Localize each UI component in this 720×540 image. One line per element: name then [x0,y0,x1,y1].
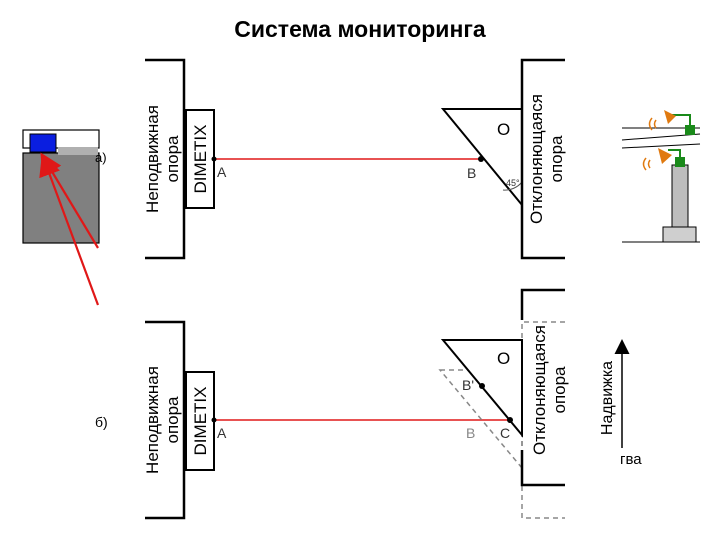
green-sensor-2 [675,157,685,167]
point-c-dot [507,417,513,423]
angle-label: 45° [506,178,520,188]
deflecting-support-label-b2: опора [550,366,569,414]
point-a-dot [211,156,217,162]
dimetix-label: DIMETIX [191,125,210,194]
point-b-label: B [467,165,476,181]
page-title: Система мониторинга [234,16,486,42]
gray-step [58,147,98,155]
fixed-support-bracket [145,58,186,260]
fixed-support-label-1: Неподвижная [143,105,162,213]
fixed-support-label-2: опора [163,135,182,183]
orange-emitter-2-icon [658,148,672,164]
panel-a-label: а) [95,150,107,165]
deflecting-support-bottom [520,450,565,487]
prism-label-b: O [497,349,510,368]
sensor-base [662,226,697,243]
red-arrow-2 [39,153,100,306]
dimetix-device-b [185,371,215,471]
point-b-shifted-dot [479,383,485,389]
signal-waves-2-icon [642,157,651,171]
displaced-support-outline [521,321,565,519]
deflecting-support-label-1: Отклоняющаяся [527,94,546,224]
point-c-label: C [500,425,510,441]
fixed-support-bracket-b [145,320,186,520]
point-b-label-b: B [466,425,475,441]
deflecting-support-label-2: опора [547,135,566,183]
panel-a: Неподвижная опора DIMETIX A O B 45° Откл… [143,58,566,260]
fixed-support-label-b1: Неподвижная [143,366,162,474]
panel-b: б) Неподвижная опора DIMETIX A O B' C B … [95,288,642,520]
prism-label: O [497,120,510,139]
advance-label: Надвижка [599,361,616,435]
point-b-dot [478,156,484,162]
deflecting-support-top [520,288,565,320]
point-a-label-b: A [217,425,227,441]
point-b-shifted-label: B' [462,377,474,393]
sensor-post [671,164,689,228]
signal-waves-1-icon [648,117,657,131]
right-sketch [621,110,701,243]
dimetix-device [185,109,215,209]
deflecting-support-label-b1: Отклоняющаяся [530,325,549,455]
left-sketch: а) [22,129,107,306]
point-a-label: A [217,164,227,180]
panel-b-label: б) [95,414,108,430]
green-sensor-1 [685,125,695,135]
point-a-dot-b [211,417,217,423]
blue-block [29,133,57,153]
right-line-low [621,143,701,149]
deflecting-support-bracket [520,58,565,260]
orange-emitter-1-icon [664,110,676,124]
dimetix-label-b: DIMETIX [191,387,210,456]
fixed-support-label-b2: опора [163,396,182,444]
fragment-text: гва [620,451,642,468]
